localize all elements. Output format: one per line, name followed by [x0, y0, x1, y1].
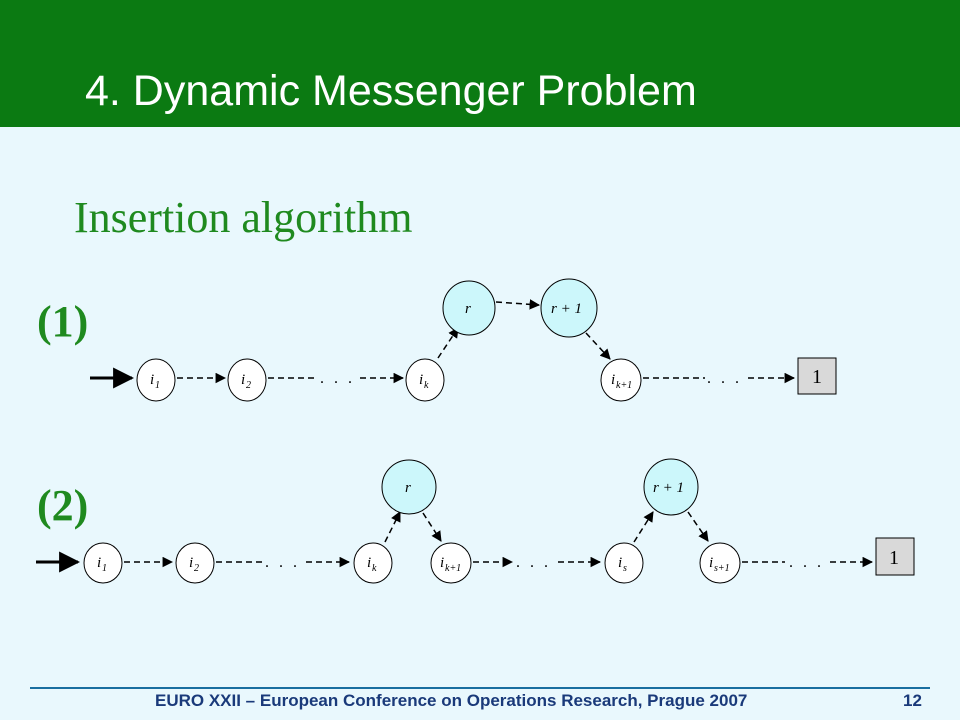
terminal-node-1: 1 [875, 537, 915, 576]
svg-text:i: i [618, 555, 622, 571]
node-r-plus-1: r + 1 [643, 458, 699, 516]
svg-text:i: i [440, 555, 444, 571]
node-i2: i 2 [175, 542, 215, 584]
svg-text:s: s [623, 563, 627, 574]
footer-divider [30, 687, 930, 689]
svg-text:k+1: k+1 [445, 563, 461, 574]
node-ik: i k [353, 542, 393, 584]
svg-text:i: i [189, 555, 193, 571]
node-ik: i k [405, 358, 445, 402]
ellipsis: . . . [265, 554, 300, 571]
svg-text:i: i [367, 555, 371, 571]
header-bar: 4. Dynamic Messenger Problem [0, 0, 960, 127]
svg-text:1: 1 [155, 380, 160, 391]
case-2-diagram: i 1 i 2 . . . i k r i k+1 . . . [36, 458, 915, 584]
svg-text:i: i [419, 372, 423, 388]
svg-text:k: k [424, 380, 429, 391]
node-r: r [442, 280, 496, 336]
footer-text: EURO XXII – European Conference on Opera… [155, 691, 748, 710]
case-1-label: (1) [37, 297, 89, 346]
case-2-label: (2) [37, 481, 89, 530]
node-i1: i 1 [83, 542, 123, 584]
svg-text:i: i [150, 372, 154, 388]
node-r: r [381, 459, 437, 515]
svg-text:r + 1: r + 1 [551, 301, 582, 317]
node-r-plus-1: r + 1 [540, 278, 598, 338]
node-i1: i 1 [136, 358, 176, 402]
section-heading: Insertion algorithm [74, 193, 413, 242]
ellipsis: . . . [320, 370, 355, 387]
svg-text:1: 1 [812, 366, 822, 388]
svg-text:s+1: s+1 [714, 563, 730, 574]
svg-text:2: 2 [194, 563, 199, 574]
node-ik-plus-1: i k+1 [600, 358, 642, 402]
svg-text:1: 1 [889, 547, 899, 569]
svg-text:i: i [97, 555, 101, 571]
svg-text:1: 1 [102, 563, 107, 574]
node-is: i s [604, 542, 644, 584]
ellipsis: . . . [516, 554, 551, 571]
svg-text:r + 1: r + 1 [653, 480, 684, 496]
ellipsis: . . . [707, 370, 742, 387]
ellipsis: . . . [789, 554, 824, 571]
svg-text:i: i [709, 555, 713, 571]
node-i2: i 2 [227, 358, 267, 402]
svg-text:k: k [372, 563, 377, 574]
svg-text:k+1: k+1 [616, 380, 632, 391]
node-ik-plus-1: i k+1 [430, 542, 472, 584]
slide-title: 4. Dynamic Messenger Problem [85, 67, 697, 115]
svg-text:r: r [405, 480, 411, 496]
svg-text:i: i [241, 372, 245, 388]
case-1-diagram: i 1 i 2 . . . i k r r + 1 [90, 278, 837, 402]
svg-text:r: r [465, 301, 471, 317]
svg-text:2: 2 [246, 380, 251, 391]
terminal-node-1: 1 [797, 357, 837, 395]
page-number: 12 [903, 691, 922, 710]
svg-text:i: i [611, 372, 615, 388]
node-is-plus-1: i s+1 [699, 542, 741, 584]
